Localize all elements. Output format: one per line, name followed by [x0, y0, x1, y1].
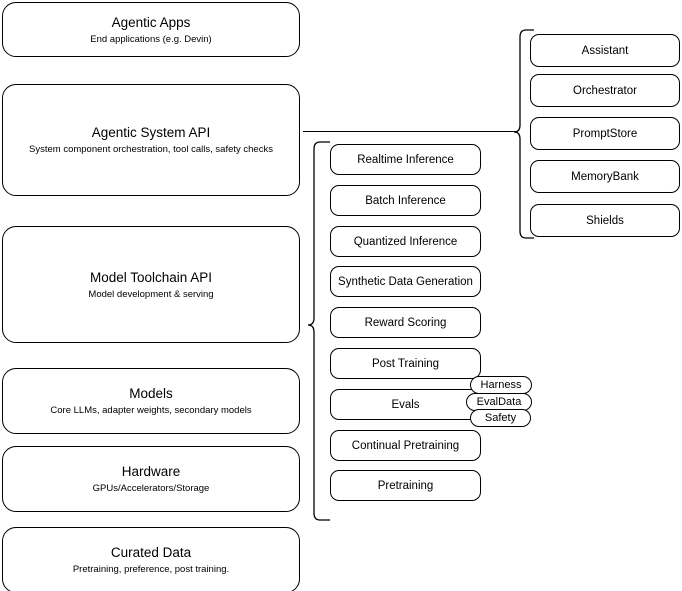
toolchain-item-label: Synthetic Data Generation	[338, 275, 473, 288]
agentic-system-item-shields[interactable]: Shields	[530, 204, 680, 237]
layer-subtitle: GPUs/Accelerators/Storage	[92, 483, 210, 494]
layer-subtitle: Core LLMs, adapter weights, secondary mo…	[50, 405, 252, 416]
agentic-system-item-label: Assistant	[581, 44, 629, 57]
bracket-toolchain	[307, 141, 330, 521]
layer-title: Models	[129, 386, 173, 401]
evals-pill-label: EvalData	[476, 395, 522, 408]
layer-box-agentic-system-api[interactable]: Agentic System API System component orch…	[2, 84, 300, 196]
layer-title: Model Toolchain API	[89, 269, 213, 285]
layer-subtitle: Pretraining, preference, post training.	[72, 564, 230, 575]
layer-box-agentic-apps[interactable]: Agentic Apps End applications (e.g. Devi…	[2, 2, 300, 57]
layer-title: Agentic Apps	[111, 14, 191, 30]
agentic-system-item-memorybank[interactable]: MemoryBank	[530, 160, 680, 193]
bracket-agentic-system	[513, 29, 534, 239]
toolchain-item-continual-pretraining[interactable]: Continual Pretraining	[330, 430, 481, 461]
agentic-system-item-orchestrator[interactable]: Orchestrator	[530, 74, 680, 107]
toolchain-item-label: Reward Scoring	[364, 316, 447, 329]
toolchain-item-pretraining[interactable]: Pretraining	[330, 470, 481, 501]
agentic-system-item-label: PromptStore	[572, 127, 638, 140]
agentic-system-item-label: MemoryBank	[571, 170, 639, 183]
evals-pill-label: Safety	[484, 411, 517, 424]
evals-pill-harness[interactable]: Harness	[470, 376, 532, 394]
layer-box-curated-data[interactable]: Curated Data Pretraining, preference, po…	[2, 527, 300, 591]
toolchain-item-label: Batch Inference	[365, 194, 446, 207]
toolchain-item-batch-inference[interactable]: Batch Inference	[330, 185, 481, 216]
agentic-system-item-label: Orchestrator	[573, 84, 637, 97]
toolchain-item-label: Realtime Inference	[357, 153, 454, 166]
layer-box-model-toolchain-api[interactable]: Model Toolchain API Model development & …	[2, 226, 300, 343]
layer-box-hardware[interactable]: Hardware GPUs/Accelerators/Storage	[2, 446, 300, 512]
toolchain-item-label: Evals	[391, 398, 420, 411]
toolchain-item-realtime-inference[interactable]: Realtime Inference	[330, 144, 481, 175]
layer-title: Hardware	[121, 464, 181, 479]
evals-pill-label: Harness	[480, 378, 522, 391]
agentic-system-item-label: Shields	[586, 214, 624, 227]
toolchain-item-post-training[interactable]: Post Training	[330, 348, 481, 379]
connector-line-agentic-system-api	[303, 131, 518, 133]
toolchain-item-reward-scoring[interactable]: Reward Scoring	[330, 307, 481, 338]
toolchain-item-label: Continual Pretraining	[351, 439, 460, 452]
layer-subtitle: End applications (e.g. Devin)	[90, 33, 212, 45]
agentic-system-item-assistant[interactable]: Assistant	[530, 34, 680, 67]
layer-subtitle: System component orchestration, tool cal…	[29, 144, 273, 155]
toolchain-item-synthetic-data-generation[interactable]: Synthetic Data Generation	[330, 266, 481, 297]
toolchain-item-label: Post Training	[371, 357, 440, 370]
toolchain-item-quantized-inference[interactable]: Quantized Inference	[330, 226, 481, 257]
layer-box-models[interactable]: Models Core LLMs, adapter weights, secon…	[2, 368, 300, 434]
layer-subtitle: Model development & serving	[88, 288, 214, 300]
toolchain-item-label: Quantized Inference	[353, 235, 458, 248]
toolchain-item-label: Pretraining	[377, 479, 434, 492]
layer-title: Agentic System API	[91, 125, 211, 140]
evals-pill-safety[interactable]: Safety	[470, 409, 531, 427]
toolchain-item-evals[interactable]: Evals	[330, 389, 481, 420]
layer-title: Curated Data	[110, 545, 192, 560]
agentic-system-item-promptstore[interactable]: PromptStore	[530, 117, 680, 150]
